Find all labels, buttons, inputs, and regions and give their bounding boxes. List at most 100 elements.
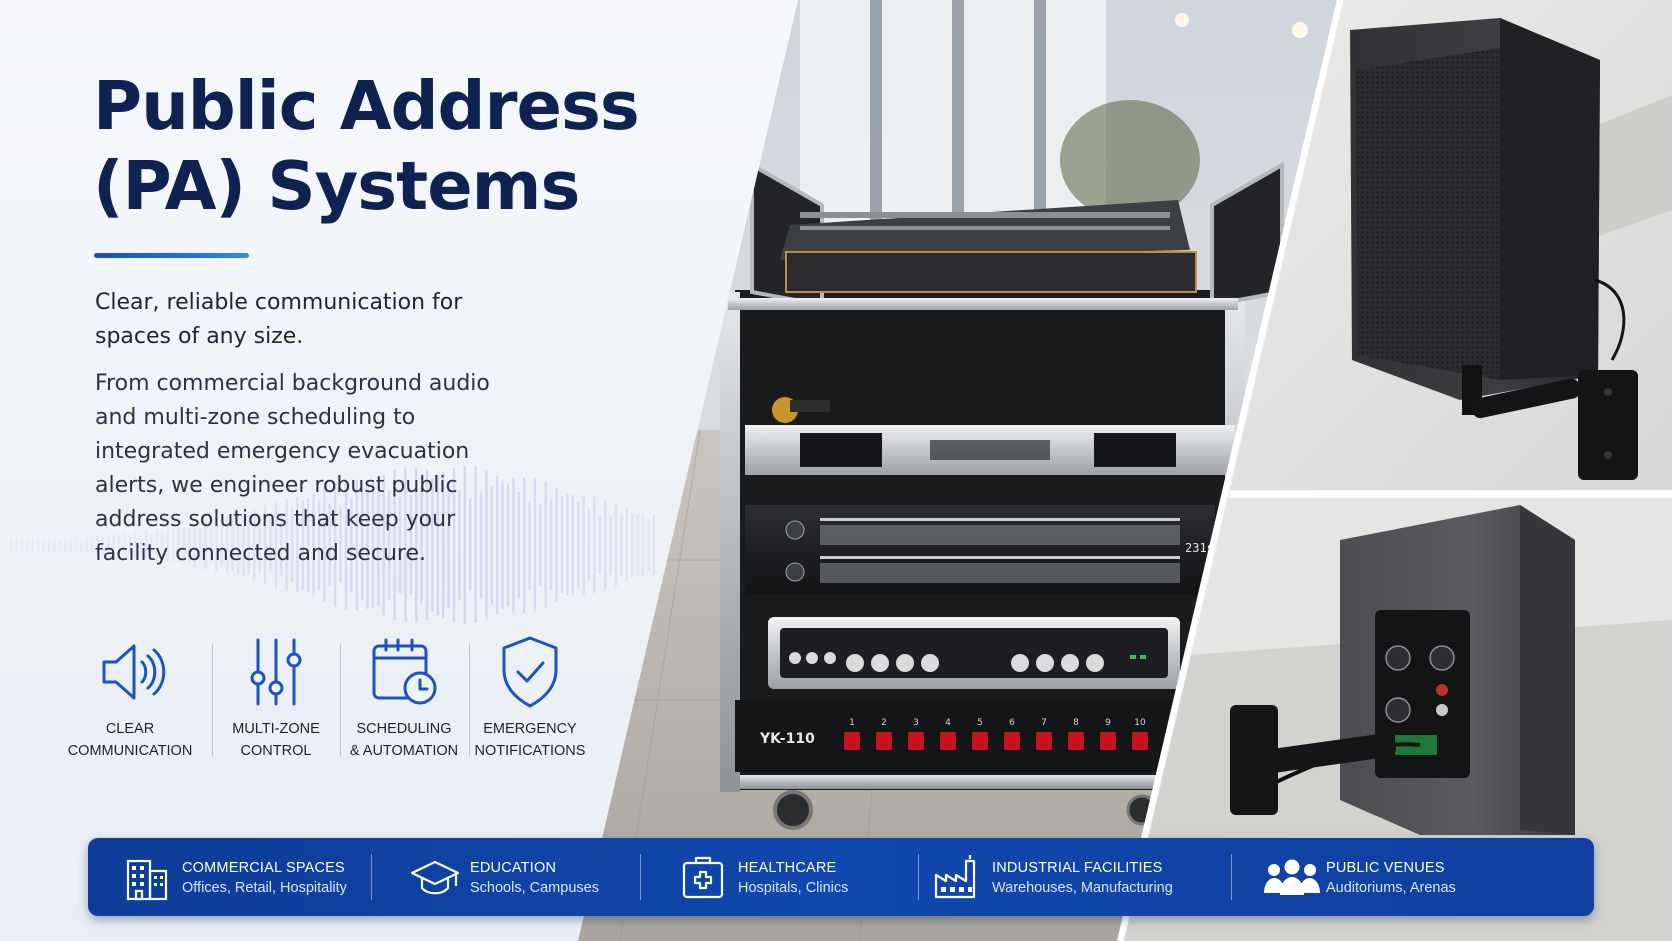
wave-bar	[112, 534, 115, 556]
sector-title: PUBLIC VENUES	[1326, 860, 1445, 876]
wave-bar	[647, 519, 650, 571]
zone-switch-number: 7	[1041, 718, 1047, 728]
wave-bar	[274, 501, 277, 589]
wave-bar	[42, 538, 45, 552]
wave-bar	[604, 499, 607, 591]
wave-bar	[501, 480, 504, 610]
wave-bar	[636, 514, 639, 576]
body-text: From commercial background audio and mul…	[95, 371, 490, 566]
wave-bar	[598, 515, 601, 575]
wave-bar	[220, 523, 223, 567]
wave-bar	[425, 469, 429, 621]
wave-bar	[301, 500, 304, 590]
sector-divider	[918, 854, 919, 900]
wave-bar	[506, 483, 510, 607]
wave-bar	[571, 494, 574, 596]
zone-switch-number: 5	[977, 718, 983, 728]
wave-bar	[587, 508, 591, 582]
wave-bar	[64, 537, 67, 553]
zone-switch	[1004, 732, 1020, 750]
wave-bar	[285, 498, 288, 592]
wave-bar	[58, 538, 61, 552]
wave-bar	[247, 515, 250, 575]
graduation-cap-icon	[410, 860, 460, 895]
wave-bar	[209, 527, 213, 563]
zone-switch-number: 3	[913, 718, 919, 728]
wave-bar	[312, 493, 315, 597]
wave-bar	[172, 528, 175, 562]
building-icon	[126, 859, 168, 901]
sector-divider	[640, 854, 641, 900]
wave-bar	[631, 512, 634, 578]
zone-switch-number: 2	[881, 718, 887, 728]
wave-bar	[442, 472, 445, 618]
zone-switch	[940, 732, 956, 750]
sliders-icon	[250, 638, 302, 706]
wave-bar	[96, 535, 99, 555]
calendar-clock-icon	[372, 638, 437, 705]
wave-bar	[269, 518, 272, 572]
wave-bar	[641, 513, 645, 577]
zone-switch-number: 4	[945, 718, 951, 728]
feature-divider	[212, 644, 213, 756]
wave-bar	[593, 496, 596, 594]
wave-bar	[415, 467, 418, 623]
wave-bar	[253, 509, 256, 581]
sector-subtitle: Hospitals, Clinics	[738, 880, 849, 896]
wave-bar	[199, 528, 202, 562]
zone-switch	[1036, 732, 1052, 750]
sound-wave-decoration	[10, 466, 655, 624]
title-underline	[94, 253, 249, 258]
title-line-1: Public Address	[93, 67, 640, 145]
wave-bar	[523, 477, 526, 613]
sector-title: COMMERCIAL SPACES	[182, 860, 345, 876]
wave-bar	[10, 539, 13, 551]
wave-bar	[118, 535, 121, 555]
sector-divider	[371, 854, 372, 900]
wave-bar	[107, 535, 110, 555]
wave-bar	[101, 536, 105, 554]
wave-bar	[193, 523, 196, 567]
wave-bar	[123, 533, 126, 557]
wave-bar	[290, 507, 294, 583]
zone-switch	[844, 732, 860, 750]
feature-multi-zone-control: MULTI-ZONE CONTROL	[208, 632, 344, 762]
wave-bar	[231, 519, 234, 571]
wave-bar	[74, 536, 78, 554]
wave-bar	[91, 537, 94, 553]
zone-switch-number: 9	[1105, 718, 1111, 728]
zone-switch	[1100, 732, 1116, 750]
wave-bar	[528, 500, 531, 590]
feature-divider	[340, 644, 341, 756]
wave-bar	[350, 498, 353, 592]
feature-divider	[469, 644, 470, 756]
wave-bar	[37, 538, 40, 552]
factory-icon	[934, 855, 976, 899]
feature-label: SCHEDULING & AUTOMATION	[349, 721, 459, 759]
zone-switch-number: 10	[1134, 718, 1146, 728]
wave-bar	[139, 535, 142, 555]
wave-bar	[517, 491, 520, 599]
wave-bar	[258, 516, 261, 574]
zone-switch	[1068, 732, 1084, 750]
wave-bar	[409, 495, 412, 595]
wave-bar	[490, 485, 493, 605]
sector-title: INDUSTRIAL FACILITIES	[992, 860, 1163, 876]
wave-bar	[393, 470, 396, 620]
wave-bar	[463, 466, 466, 624]
wave-bar	[166, 528, 169, 562]
wave-bar	[20, 539, 24, 551]
wave-bar	[398, 496, 402, 594]
wave-bar	[317, 500, 321, 590]
shield-check-icon	[502, 636, 558, 708]
wave-bar	[177, 528, 180, 562]
wave-bar	[404, 467, 407, 623]
wave-bar	[242, 514, 245, 576]
sector-subtitle: Schools, Campuses	[470, 880, 599, 896]
sector-commercial-spaces: COMMERCIAL SPACES Offices, Retail, Hospi…	[122, 838, 357, 916]
wave-bar	[371, 481, 375, 609]
wave-bar	[47, 538, 51, 552]
wave-bar	[188, 527, 191, 563]
wave-bar	[479, 492, 483, 598]
